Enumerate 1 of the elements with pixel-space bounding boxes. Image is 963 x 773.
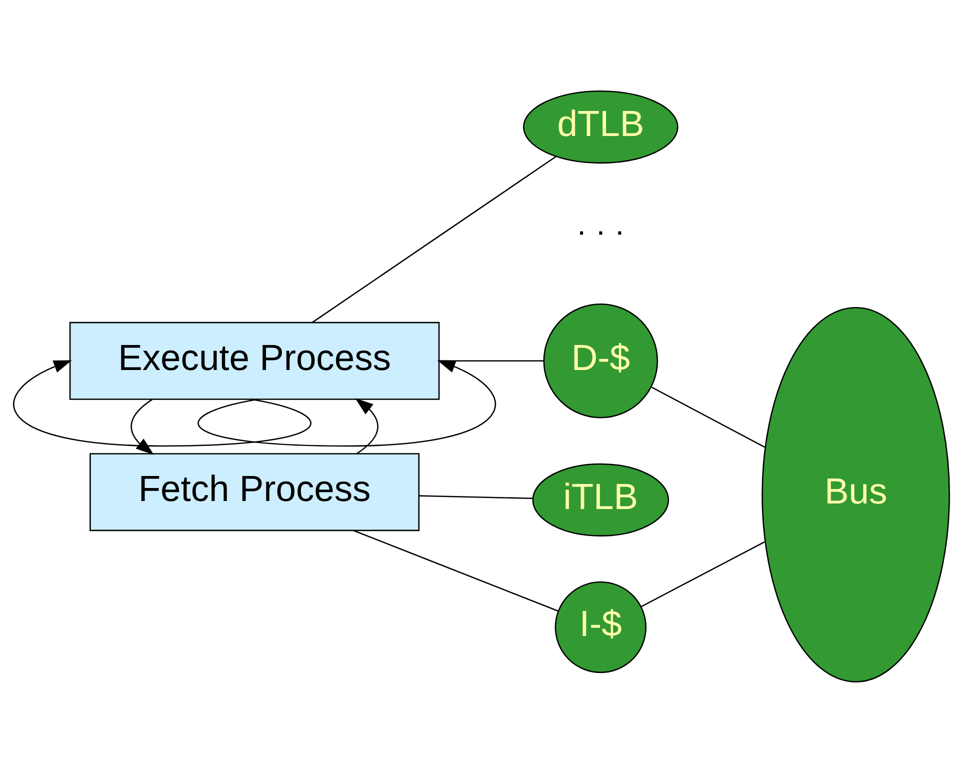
label: · · · xyxy=(576,214,625,249)
